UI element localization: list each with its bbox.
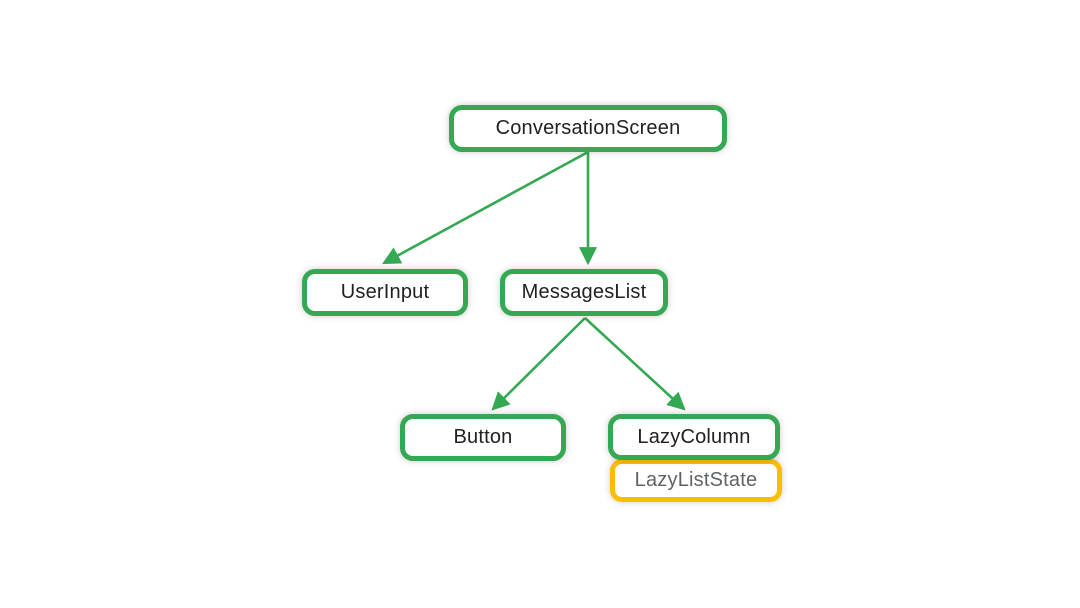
node-conversation-screen: ConversationScreen [449, 105, 727, 152]
node-lazy-column-label: LazyColumn [637, 425, 751, 448]
node-lazy-column: LazyColumn [608, 414, 780, 460]
edge-messageslist-to-button [491, 317, 586, 411]
node-lazy-list-state-label: LazyListState [634, 469, 758, 491]
node-button: Button [400, 414, 566, 461]
node-messages-list-label: MessagesList [521, 281, 647, 303]
node-conversation-screen-label: ConversationScreen [495, 117, 681, 139]
node-messages-list: MessagesList [500, 269, 668, 316]
edge-conversationscreen-to-userinput [382, 150, 589, 265]
node-user-input: UserInput [302, 269, 468, 316]
node-user-input-label: UserInput [340, 281, 430, 303]
node-button-label: Button [453, 426, 513, 448]
node-lazy-list-state: LazyListState [610, 459, 782, 502]
edge-messageslist-to-lazycolumn [584, 317, 686, 411]
